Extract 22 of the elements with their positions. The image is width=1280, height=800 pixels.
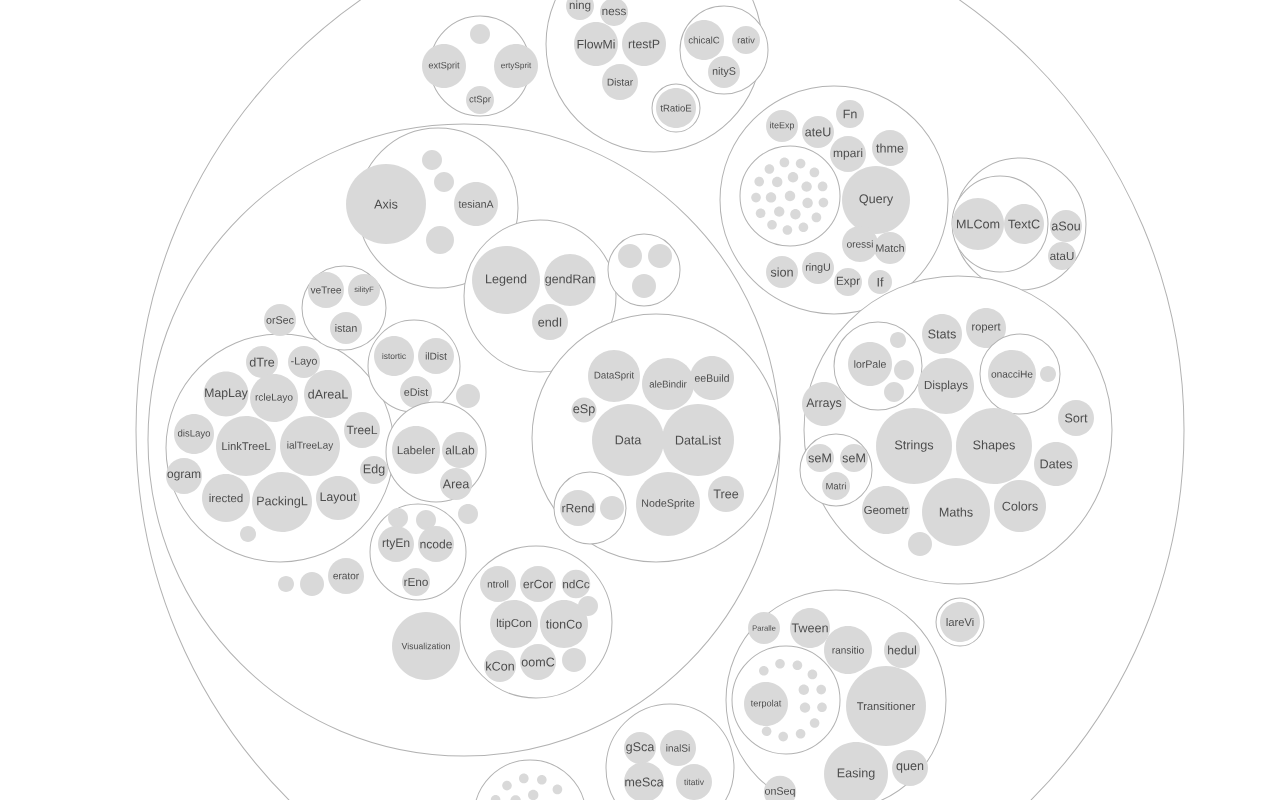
leaf-circle xyxy=(278,576,294,592)
leaf-circle xyxy=(632,274,656,298)
leaf-circle xyxy=(426,226,454,254)
leaf-circle xyxy=(618,244,642,268)
leaf-circle xyxy=(422,150,442,170)
leaf-circle xyxy=(908,532,932,556)
leaf-circle xyxy=(388,508,408,528)
leaf-circle xyxy=(416,510,436,530)
leaf-circle xyxy=(300,572,324,596)
leaf-circle xyxy=(648,244,672,268)
leaf-circle xyxy=(890,332,906,348)
leaf-circle xyxy=(600,496,624,520)
leaf-circle xyxy=(240,526,256,542)
leaf-circle xyxy=(894,360,914,380)
leaf-circle xyxy=(884,382,904,402)
leaf-circle xyxy=(434,172,454,192)
leaf-circle xyxy=(470,24,490,44)
leaf-circle xyxy=(456,384,480,408)
leaf-circle xyxy=(1040,366,1056,382)
leaf-circle xyxy=(458,504,478,524)
leaf-circle xyxy=(578,596,598,616)
leaf-circle xyxy=(562,648,586,672)
